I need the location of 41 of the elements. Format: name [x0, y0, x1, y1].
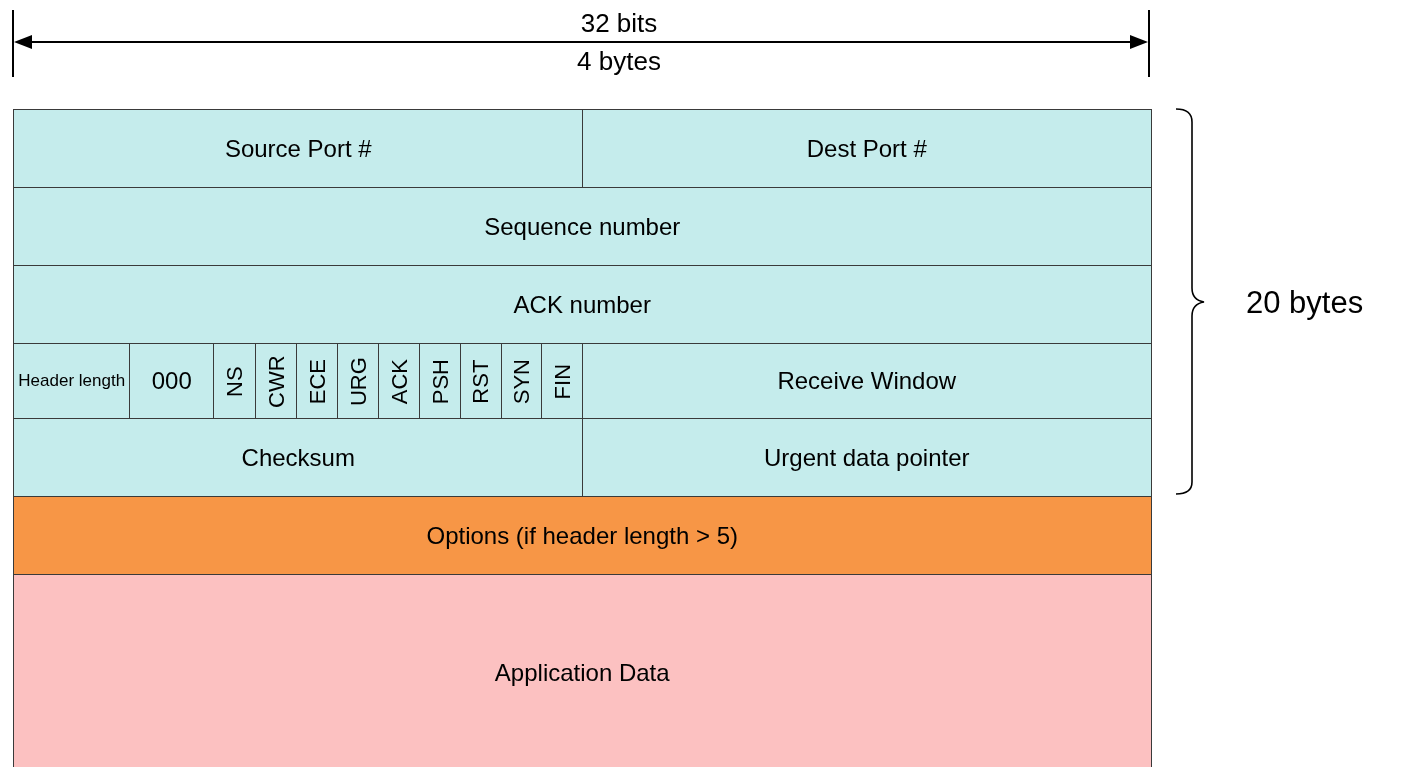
field-label: Source Port #: [224, 134, 372, 163]
header-field: [13, 496, 1152, 576]
field-label: SYN: [509, 358, 535, 404]
brace-label: 20 bytes: [1246, 285, 1364, 321]
flag-field: [337, 343, 380, 420]
header-field: [582, 418, 1152, 498]
header-field: [13, 265, 1152, 345]
field-label: Receive Window: [777, 367, 957, 396]
field-label: ACK: [386, 358, 412, 404]
flag-field: [255, 343, 298, 420]
field-label: PSH: [427, 358, 453, 404]
header-field: [13, 574, 1152, 767]
field-label: URG: [345, 356, 371, 406]
field-label: ECE: [304, 358, 330, 404]
header-field: [13, 418, 584, 498]
field-label: 000: [151, 367, 192, 396]
field-label: Sequence number: [484, 212, 681, 241]
field-label: Options (if header length > 5): [426, 521, 738, 550]
header-field: [13, 109, 584, 189]
field-label: ACK number: [513, 290, 651, 319]
field-label: RST: [468, 359, 494, 404]
field-label: Checksum: [241, 443, 355, 472]
header-field: [129, 343, 215, 420]
header-field: [582, 109, 1152, 189]
flag-field: [541, 343, 584, 420]
field-label: Dest Port #: [806, 134, 927, 163]
field-label: FIN: [549, 363, 575, 399]
header-field: [582, 343, 1152, 420]
flag-field: [296, 343, 339, 420]
flag-field: [501, 343, 543, 420]
flag-field: [378, 343, 421, 420]
flag-field: [460, 343, 503, 420]
field-label: Urgent data pointer: [764, 443, 970, 472]
field-label: Application Data: [494, 658, 670, 687]
flag-field: [213, 343, 257, 420]
field-label: NS: [222, 365, 248, 397]
field-label: CWR: [263, 354, 289, 408]
field-label: Header length: [18, 371, 126, 391]
header-field: [13, 187, 1152, 267]
flag-field: [419, 343, 462, 420]
header-field: [13, 343, 131, 420]
